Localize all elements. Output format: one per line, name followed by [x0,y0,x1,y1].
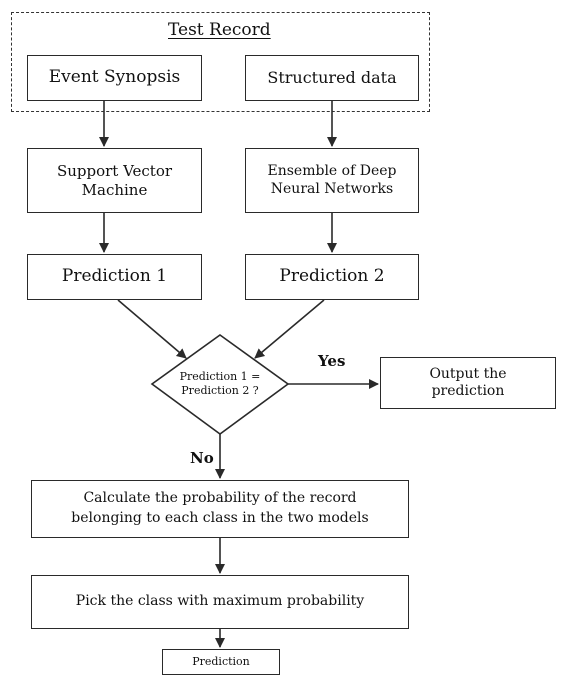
pick-class-node: Pick the class with maximum probability [31,575,409,629]
event-synopsis-node: Event Synopsis [27,55,202,101]
ensemble-node: Ensemble of Deep Neural Networks [245,148,419,213]
calculate-probability-node: Calculate the probability of the record … [31,480,409,538]
structured-data-node: Structured data [245,55,419,101]
arrow-prediction-1-to-decision [117,299,187,359]
final-prediction-node: Prediction [162,649,280,675]
prediction-2-node: Prediction 2 [245,254,419,300]
test-record-group [11,12,430,112]
output-prediction-node: Output the prediction [380,357,556,409]
svm-node: Support Vector Machine [27,148,202,213]
arrow-prediction-2-to-decision [254,299,325,359]
no-label: No [190,449,214,467]
prediction-1-node: Prediction 1 [27,254,202,300]
yes-label: Yes [318,352,346,370]
test-record-title: Test Record [168,20,271,40]
decision-text: Prediction 1 = Prediction 2 ? [179,369,261,397]
